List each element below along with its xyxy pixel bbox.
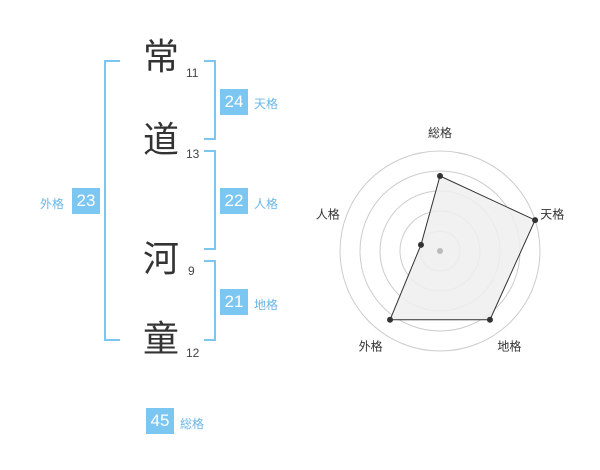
name-char-2: 道	[143, 120, 180, 161]
jinkaku-label: 人格	[254, 197, 279, 211]
gaikaku-label: 外格	[40, 197, 65, 211]
soukaku-value: 45	[146, 408, 174, 434]
chikaku-bracket	[204, 260, 216, 341]
chikaku-value: 21	[220, 289, 248, 315]
tenkaku-value: 24	[220, 89, 248, 115]
radar-series-area	[389, 175, 536, 321]
radar-point-5	[417, 241, 424, 248]
radar-point-1	[437, 173, 443, 179]
radar-axis-label-3: 地格	[497, 338, 521, 353]
name-char-1: 常	[143, 37, 180, 78]
jinkaku-value: 22	[220, 188, 248, 214]
name-char-4: 童	[143, 319, 180, 360]
radar-point-3	[486, 316, 493, 323]
radar-axis-label-2: 天格	[540, 207, 564, 222]
radar-axis-label-1: 総格	[428, 125, 452, 140]
gaikaku-value: 23	[72, 188, 100, 214]
tenkaku-bracket	[204, 60, 216, 140]
chikaku-label: 地格	[254, 298, 279, 312]
soukaku-label: 総格	[180, 417, 205, 431]
radar-point-4	[387, 316, 394, 323]
jinkaku-bracket	[204, 150, 216, 250]
radar-axis-label-4: 外格	[359, 338, 383, 353]
stroke-count-1: 11	[186, 66, 199, 80]
stroke-count-2: 13	[186, 147, 200, 161]
stroke-count-3: 9	[188, 264, 195, 278]
radar-center-point	[437, 248, 443, 254]
tenkaku-label: 天格	[254, 97, 279, 111]
radar-axis-label-5: 人格	[316, 207, 340, 222]
name-char-3: 河	[143, 239, 180, 280]
stroke-count-4: 12	[186, 346, 200, 360]
radar-point-2	[532, 217, 539, 224]
gaikaku-bracket	[104, 60, 120, 341]
radar-grid-ring	[339, 150, 541, 352]
